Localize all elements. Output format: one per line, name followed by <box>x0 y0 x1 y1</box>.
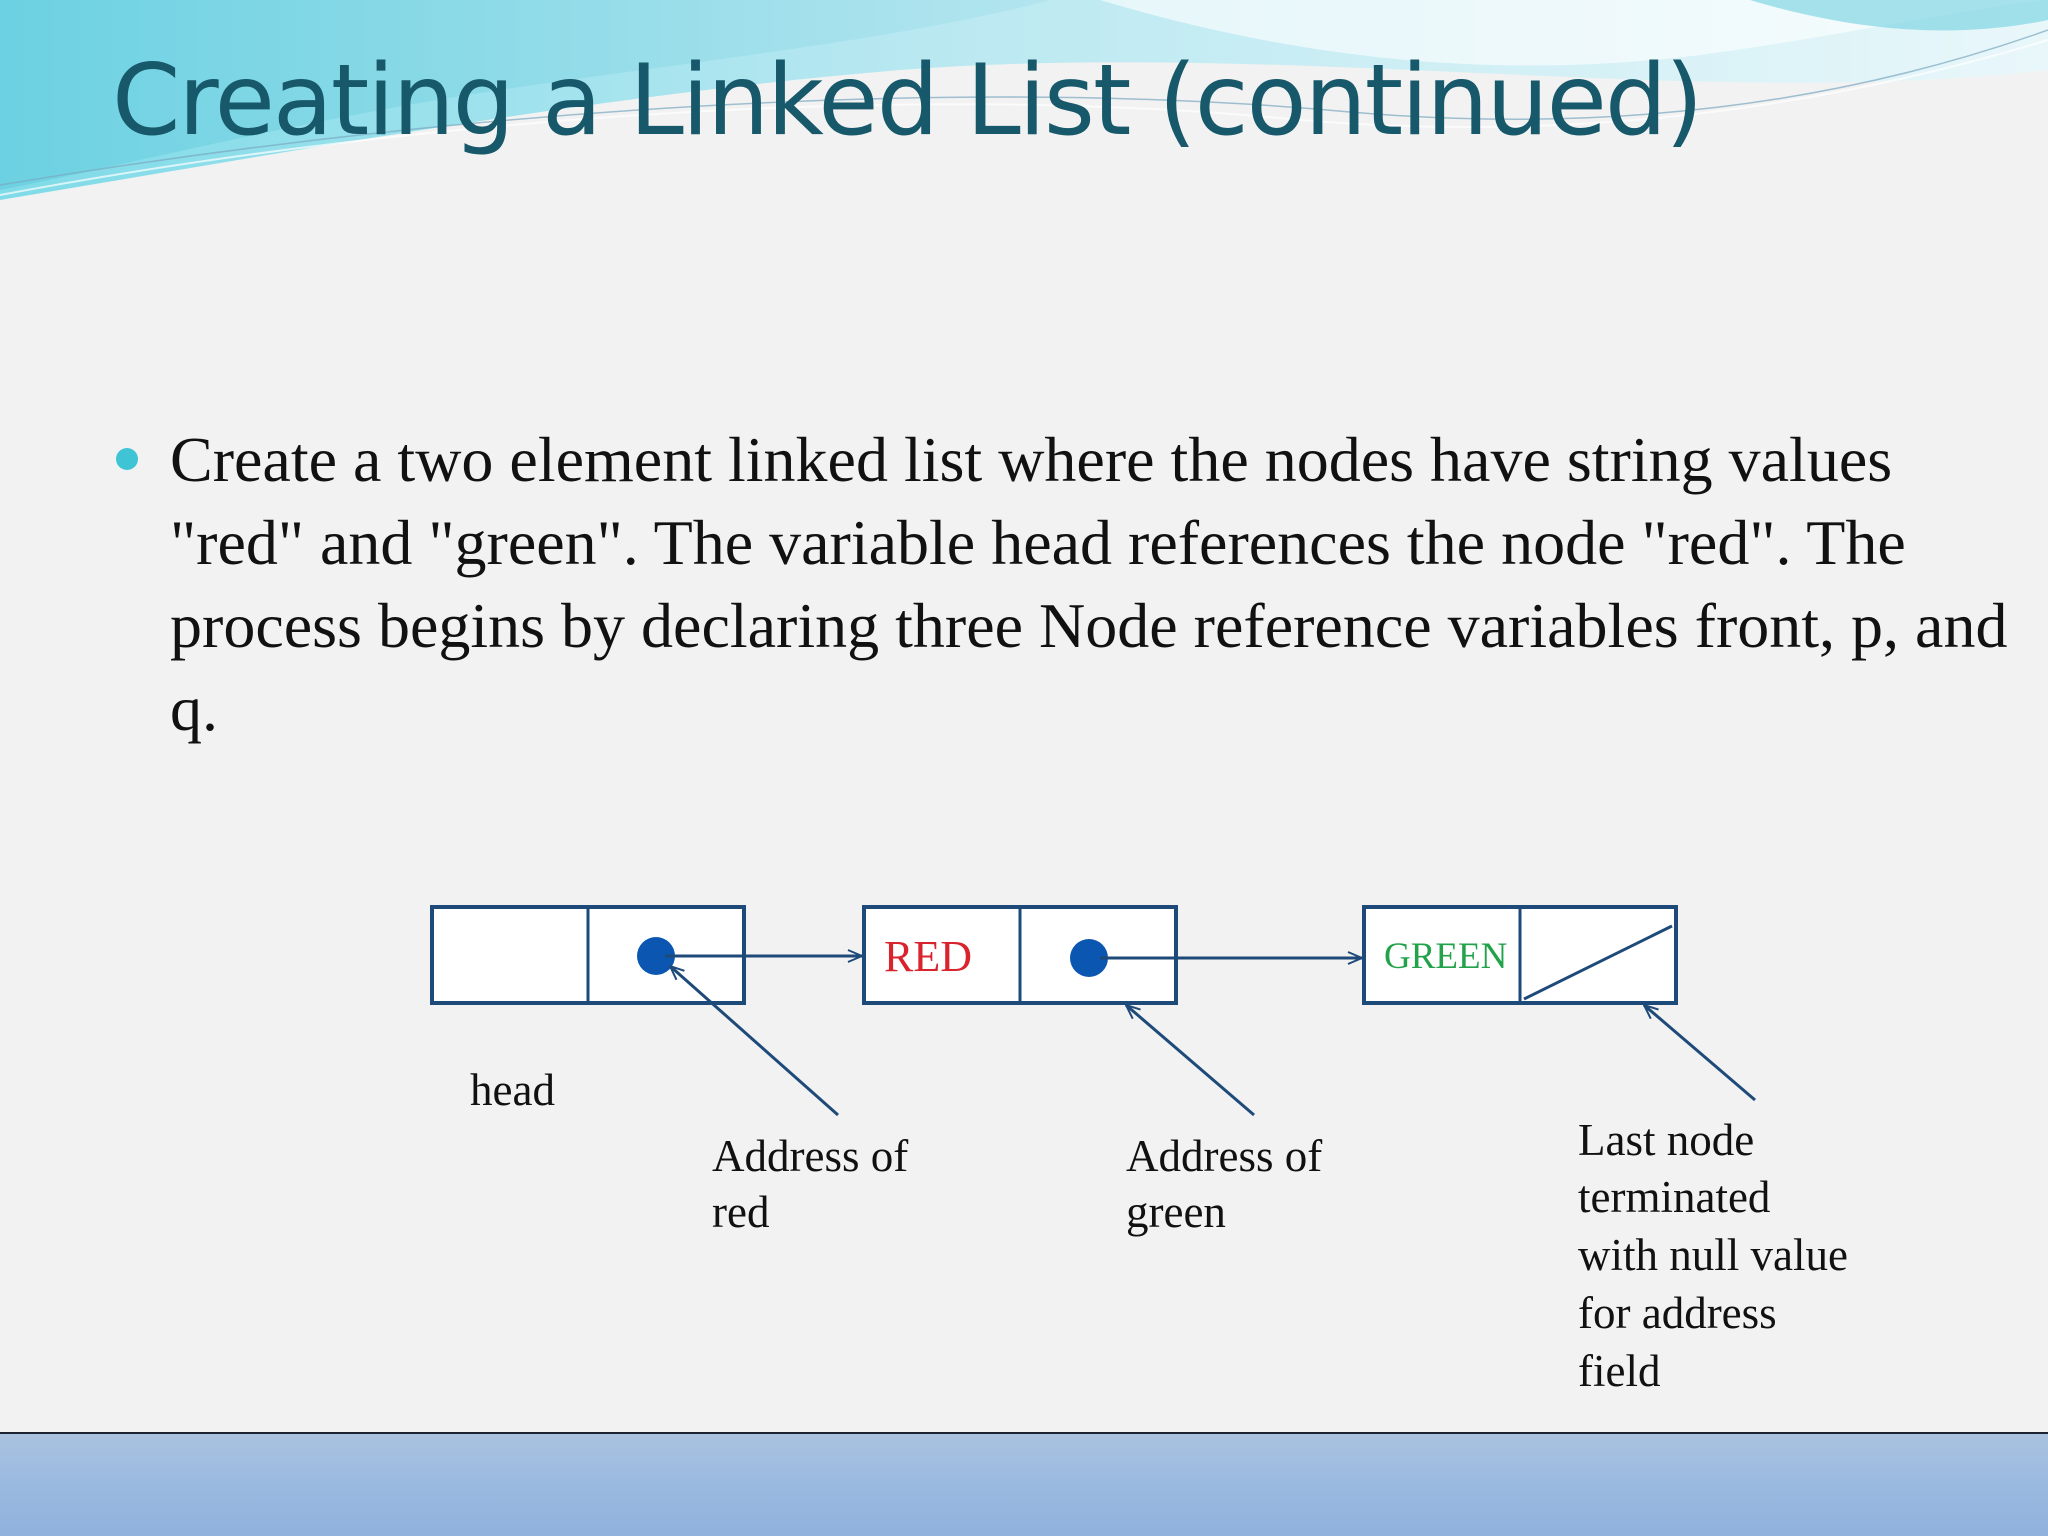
bullet-dot-icon <box>116 448 138 470</box>
label-last-node-line2: terminated <box>1578 1172 1770 1222</box>
label-last-node-line5: field <box>1578 1346 1660 1396</box>
callout-arrow-address-green <box>1126 1005 1255 1117</box>
label-address-green-line1: Address of <box>1126 1131 1322 1181</box>
label-last-node-line1: Last node <box>1578 1115 1754 1165</box>
callout-arrow-address-red <box>670 966 839 1117</box>
null-slash <box>1523 924 1673 1001</box>
node-red-value: RED <box>884 932 972 981</box>
pointer-dot-icon <box>1070 939 1108 977</box>
callout-arrow-last-node <box>1644 1005 1756 1102</box>
node-green-value: GREEN <box>1384 936 1507 977</box>
bullet-text: Create a two element linked list where t… <box>170 424 2008 744</box>
slide-title: Creating a Linked List (continued) <box>112 44 1703 158</box>
node-green: GREEN <box>1362 905 1678 1005</box>
label-last-node-line3: with null value <box>1578 1230 1848 1280</box>
label-address-green-line2: green <box>1126 1187 1226 1237</box>
label-address-red-line1: Address of <box>712 1131 908 1181</box>
label-last-node-line4: for address <box>1578 1288 1777 1338</box>
bullet-item: Create a two element linked list where t… <box>110 418 2007 750</box>
label-head: head <box>470 1065 555 1115</box>
footer-band <box>0 1432 2048 1536</box>
header-wave-decoration <box>0 0 2048 200</box>
pointer-dot-icon <box>637 937 675 975</box>
label-address-red-line2: red <box>712 1187 769 1237</box>
node-red: RED <box>862 905 1178 1005</box>
